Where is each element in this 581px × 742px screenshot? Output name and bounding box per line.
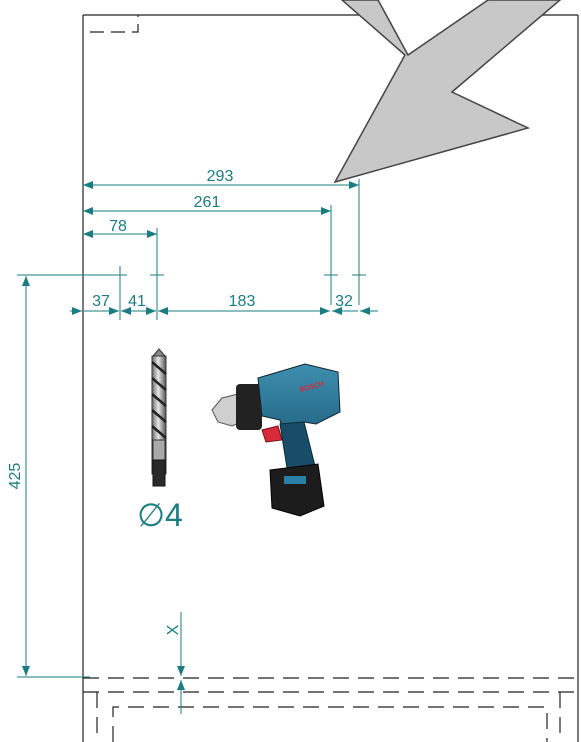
direction-arrow-icon [333,0,562,184]
dim-78-label: 78 [109,218,127,235]
height-dimension [17,274,124,678]
drill-bit-icon [151,348,167,487]
dim-41-label: 41 [128,293,146,310]
dim-32-label: 32 [335,293,353,310]
dim-261-label: 261 [194,194,221,211]
drill-diameter-label: ∅4 [137,497,183,533]
cordless-drill-icon: BOSCH [211,363,341,517]
horizontal-dimensions [70,179,378,320]
dim-37-label: 37 [92,293,110,310]
dim-425-label: 425 [7,463,24,490]
dim-x-label: X [165,624,182,635]
dim-183-label: 183 [229,293,256,310]
dim-293-label: 293 [207,168,234,185]
bottom-hidden-lines [83,677,578,742]
